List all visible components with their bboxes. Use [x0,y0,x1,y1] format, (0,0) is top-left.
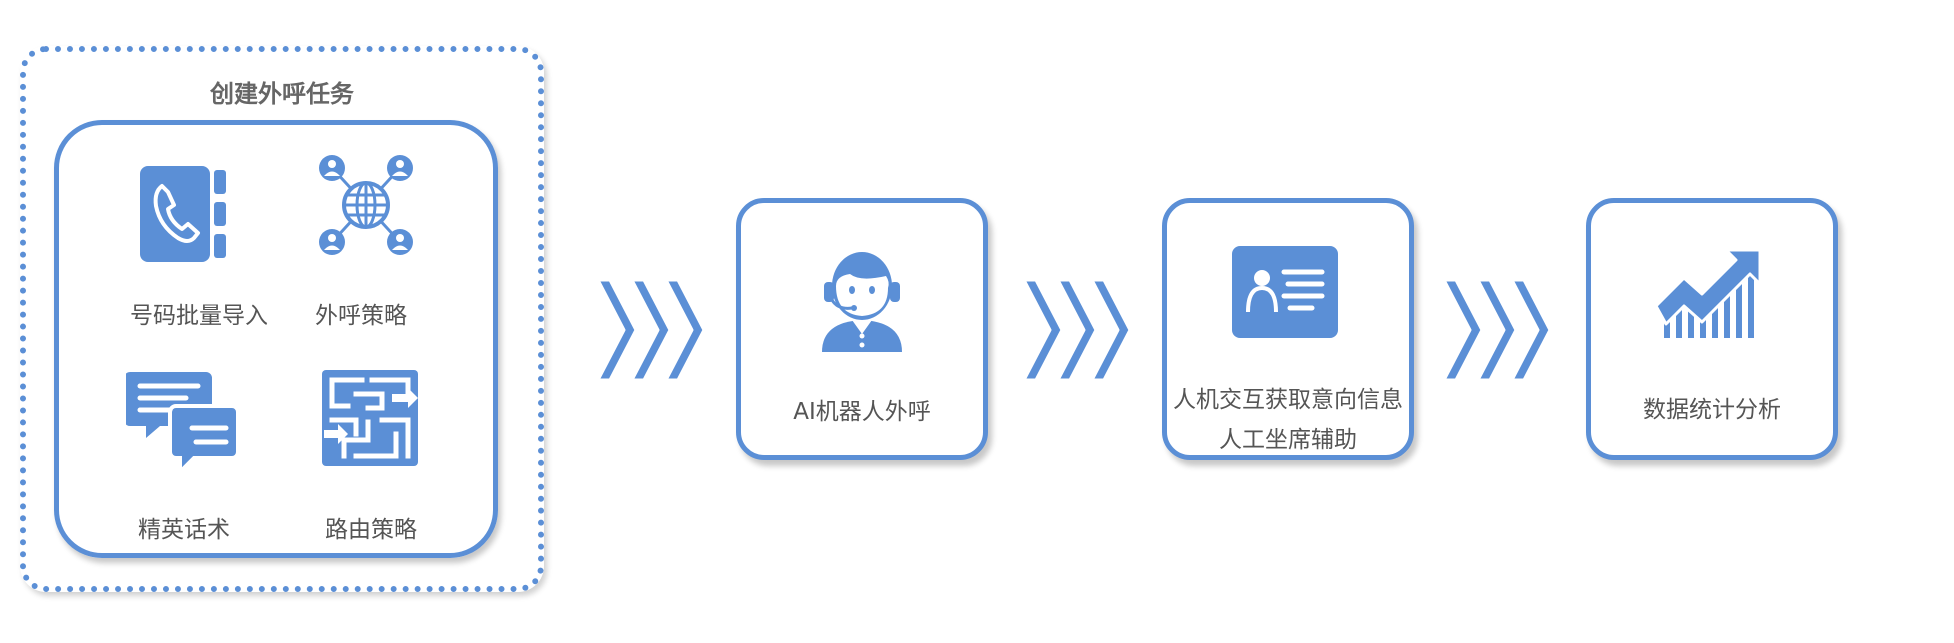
chevron-right-arrows-icon [1022,278,1132,382]
maze-route-icon [322,370,418,466]
task-options-panel [54,120,498,558]
globe-network-icon [319,155,413,255]
chevron-right-arrows-icon [596,278,706,382]
step-label-line1: 人机交互获取意向信息 [1173,387,1403,413]
step-label-line2: 人工坐席辅助 [1219,427,1357,453]
chat-bubbles-icon [126,372,240,474]
growth-chart-icon [1654,248,1762,338]
step-label: 数据统计分析 [1643,397,1781,423]
customer-service-agent-icon [822,252,902,352]
step-label: AI机器人外呼 [793,399,931,425]
create-task-group [20,46,544,592]
address-book-phone-icon [140,166,226,262]
group-item-label: 外呼策略 [315,303,407,329]
group-title: 创建外呼任务 [210,80,354,108]
group-item-label: 号码批量导入 [130,303,268,329]
chevron-right-arrows-icon [1442,278,1552,382]
group-item-label: 精英话术 [138,517,230,543]
id-card-icon [1232,246,1338,338]
group-item-label: 路由策略 [325,517,417,543]
